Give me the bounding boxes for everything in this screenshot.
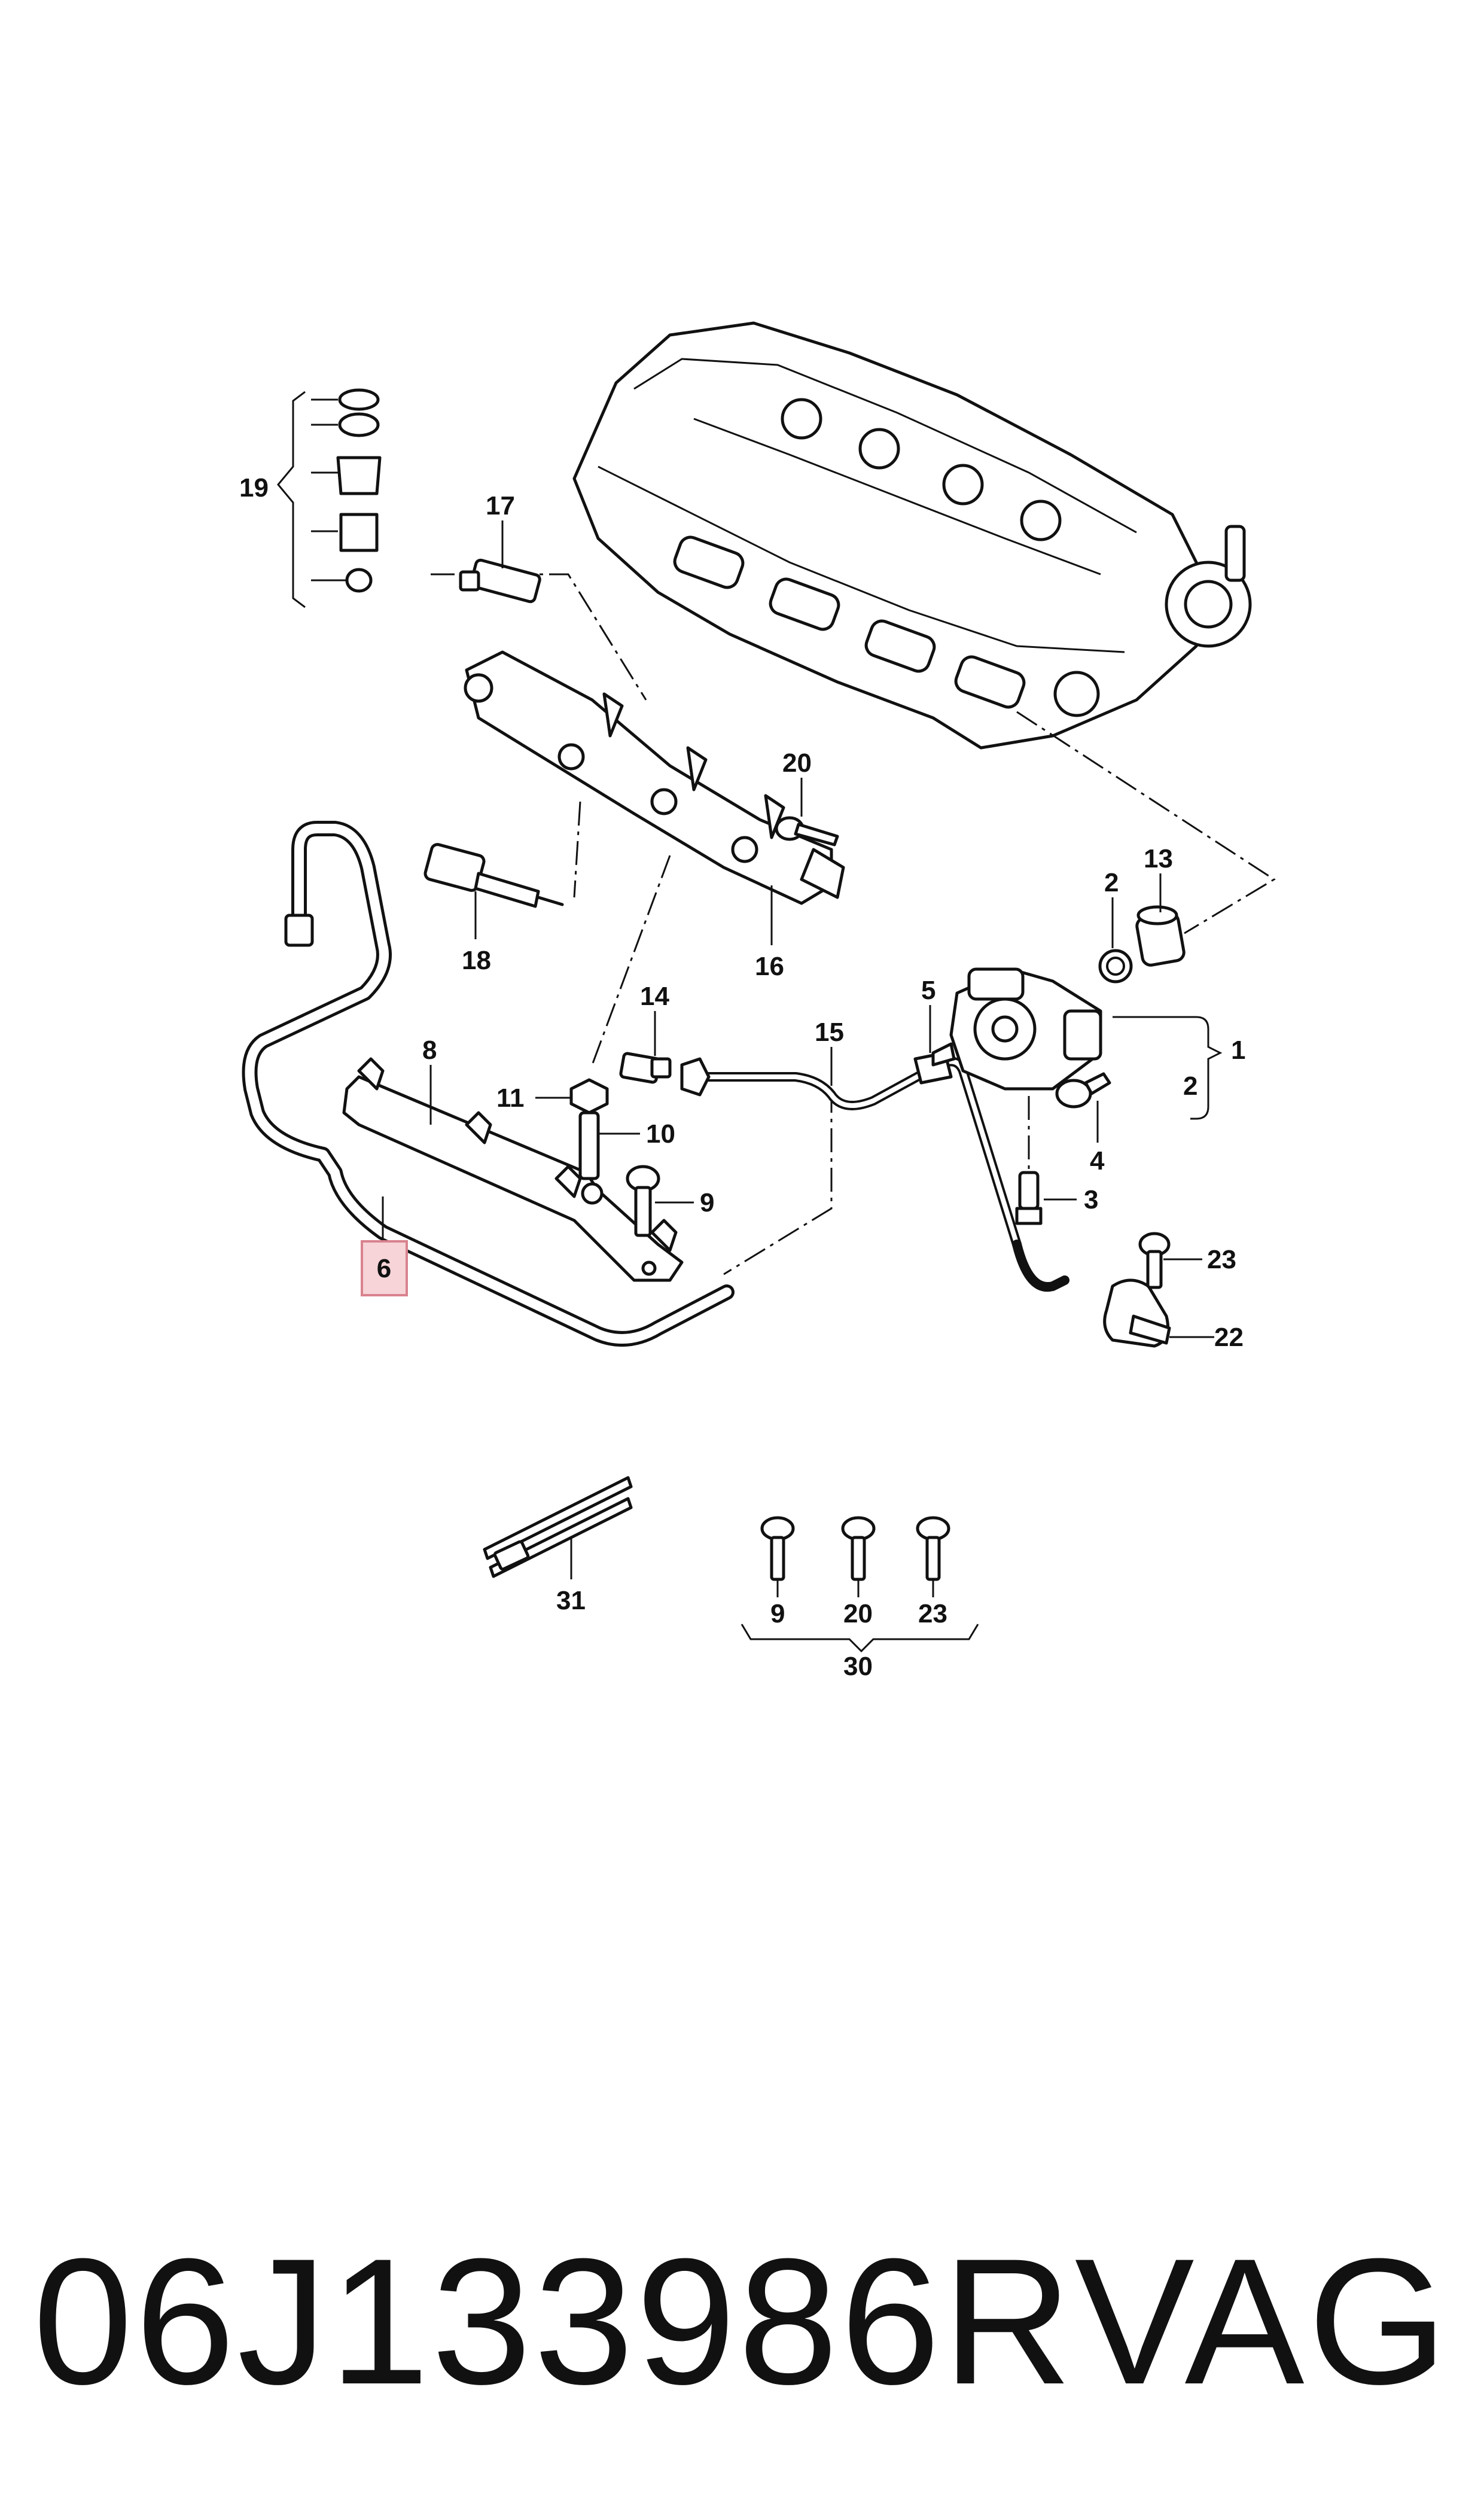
- vacuum-pump: [1165, 525, 1252, 648]
- kit-bolt-20: [841, 1516, 876, 1597]
- callout-4[interactable]: 4: [1090, 1146, 1105, 1176]
- camshaft-bores: [781, 398, 1062, 541]
- bolt-kit-30: [741, 1516, 979, 1653]
- callout-8[interactable]: 8: [422, 1036, 437, 1065]
- bolt-4: [1055, 1072, 1111, 1143]
- brand-name: VAG: [1074, 2221, 1451, 2422]
- injector-18: [423, 843, 564, 939]
- callout-14[interactable]: 14: [640, 982, 669, 1011]
- callout-22[interactable]: 22: [1214, 1323, 1244, 1352]
- nut-11: [535, 1078, 609, 1115]
- union-3: [1015, 1171, 1077, 1225]
- kit-bolt-9: [760, 1516, 795, 1597]
- tie-strap-31: [483, 1476, 633, 1579]
- callout-9a[interactable]: 9: [700, 1188, 714, 1217]
- bolt-20: [775, 778, 839, 847]
- cylinder-head: [572, 321, 1252, 750]
- callout-5[interactable]: 5: [921, 976, 936, 1005]
- callout-1[interactable]: 1: [1231, 1036, 1245, 1065]
- callout-30[interactable]: 30: [843, 1652, 873, 1681]
- union-14: [619, 1011, 672, 1084]
- fuel-rail-16: [464, 650, 845, 945]
- pressure-sensor-17: [459, 520, 541, 604]
- callout-10[interactable]: 10: [646, 1119, 675, 1149]
- roller-tappet-13: [1135, 873, 1186, 967]
- kit-bolt-23: [916, 1516, 950, 1597]
- part-number: 06J133986R: [33, 2221, 1075, 2422]
- parts-diagram: 6 19 17 20 18 16 2 13 5 14 15 8 1 2 11 1…: [239, 321, 1276, 1681]
- fuel-pump-1: [931, 967, 1223, 1120]
- callout-3[interactable]: 3: [1084, 1185, 1098, 1214]
- highlight-box-6: [361, 1240, 408, 1296]
- callout-9b[interactable]: 9: [770, 1599, 785, 1628]
- hp-pipe-15: [680, 1047, 1069, 1292]
- callout-15[interactable]: 15: [815, 1018, 844, 1047]
- callout-18[interactable]: 18: [462, 946, 491, 975]
- o-ring-2: [1098, 897, 1133, 984]
- callout-11[interactable]: 11: [496, 1083, 525, 1113]
- callout-16[interactable]: 16: [755, 952, 784, 981]
- clamp-22: [1103, 1278, 1214, 1348]
- callout-19[interactable]: 19: [239, 473, 269, 503]
- bracket-8: [342, 1057, 684, 1282]
- callout-13[interactable]: 13: [1144, 844, 1173, 873]
- callout-31[interactable]: 31: [556, 1586, 586, 1615]
- callout-6[interactable]: 6: [377, 1254, 391, 1283]
- seal-kit-19: [277, 388, 382, 608]
- callout-20a[interactable]: 20: [782, 748, 812, 778]
- callout-2a[interactable]: 2: [1104, 868, 1119, 897]
- head-ports: [673, 535, 1026, 709]
- callout-2b[interactable]: 2: [1183, 1071, 1197, 1101]
- callout-17[interactable]: 17: [486, 491, 515, 520]
- bolt-9-lower: [626, 1165, 694, 1237]
- callout-20b[interactable]: 20: [843, 1599, 873, 1628]
- bolt-23-upper: [1138, 1232, 1202, 1289]
- footer: 06J133986R VAG: [0, 2213, 1484, 2465]
- fuel-line-6: [242, 821, 735, 1347]
- callout-labels: 6 19 17 20 18 16 2 13 5 14 15 8 1 2 11 1…: [239, 473, 1245, 1681]
- stud-10: [578, 1111, 640, 1180]
- callout-23b[interactable]: 23: [918, 1599, 947, 1628]
- callout-23a[interactable]: 23: [1207, 1245, 1236, 1274]
- clip-5: [913, 1005, 953, 1085]
